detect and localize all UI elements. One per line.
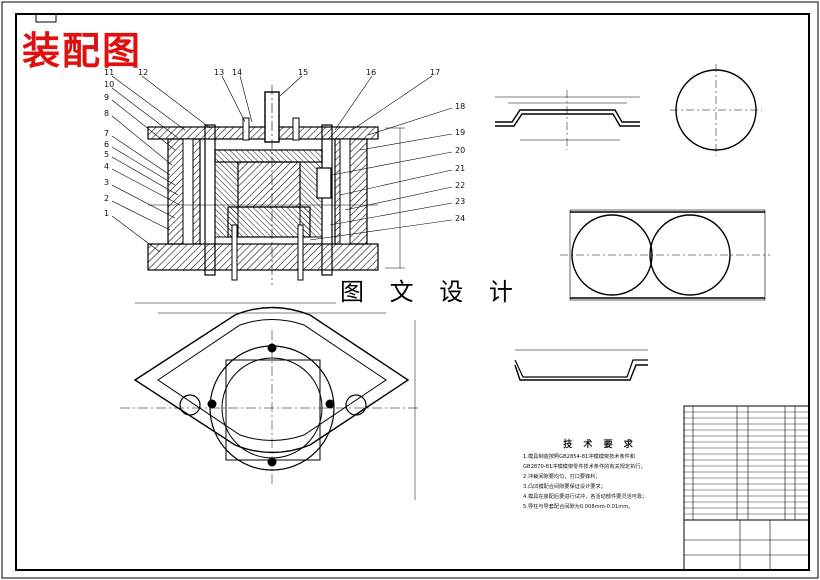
callout-20: 20 — [455, 146, 466, 155]
callout-10: 10 — [104, 80, 115, 89]
tech-item: 5.导柱与导套配合间隙为0.008mm-0.01mm。 — [523, 504, 634, 510]
callout-17: 17 — [430, 68, 441, 77]
page-title: 装配图 — [22, 28, 143, 73]
plan-view — [120, 302, 420, 500]
tech-item: 2.冲裁间隙要均匀，刃口要锋利； — [523, 474, 601, 480]
blank-circle — [670, 64, 762, 156]
callout-1: 1 — [104, 209, 110, 218]
section-view — [147, 85, 379, 285]
tech-item: 4.模具在装配后要进行试冲，各活动部件要灵活可靠； — [523, 494, 648, 500]
corner-tab — [35, 13, 57, 23]
tech-item: 3.凸凹模配合间隙要保证设计要求； — [523, 484, 606, 490]
callout-3: 3 — [104, 178, 110, 187]
watermark: 图 文 设 计 — [336, 272, 526, 307]
callout-4: 4 — [104, 162, 110, 171]
callout-23: 23 — [455, 197, 466, 206]
tech-requirements: 技 术 要 求 1.模具制造按照GB2854-81冲模模架技术条件和 GB287… — [523, 440, 683, 512]
callout-9: 9 — [104, 93, 110, 102]
callout-5: 5 — [104, 150, 110, 159]
leader-lines — [111, 75, 453, 253]
title-block — [683, 405, 810, 571]
callout-24: 24 — [455, 214, 466, 223]
callout-7: 7 — [104, 129, 110, 138]
callout-15: 15 — [298, 68, 309, 77]
callout-22: 22 — [455, 181, 466, 190]
tech-item: GB2870-81冲模模架零件技术条件的有关规定执行； — [523, 464, 646, 470]
part-profile — [495, 90, 640, 150]
tech-requirements-title: 技 术 要 求 — [563, 440, 637, 450]
callout-12: 12 — [138, 68, 149, 77]
callout-19: 19 — [455, 128, 466, 137]
part-profile-2 — [514, 349, 648, 381]
callout-16: 16 — [366, 68, 377, 77]
callout-13: 13 — [214, 68, 225, 77]
callout-11: 11 — [104, 68, 115, 77]
callout-8: 8 — [104, 109, 110, 118]
callout-6: 6 — [104, 140, 110, 149]
callout-21: 21 — [455, 164, 466, 173]
callout-14: 14 — [232, 68, 243, 77]
tech-item: 1.模具制造按照GB2854-81冲模模架技术条件和 — [523, 454, 636, 460]
strip-layout — [560, 209, 770, 301]
callout-2: 2 — [104, 194, 110, 203]
callout-18: 18 — [455, 102, 466, 111]
parts-list-rows — [684, 411, 809, 515]
drawing-border-inner — [15, 13, 810, 571]
section-dimensions — [385, 127, 405, 269]
